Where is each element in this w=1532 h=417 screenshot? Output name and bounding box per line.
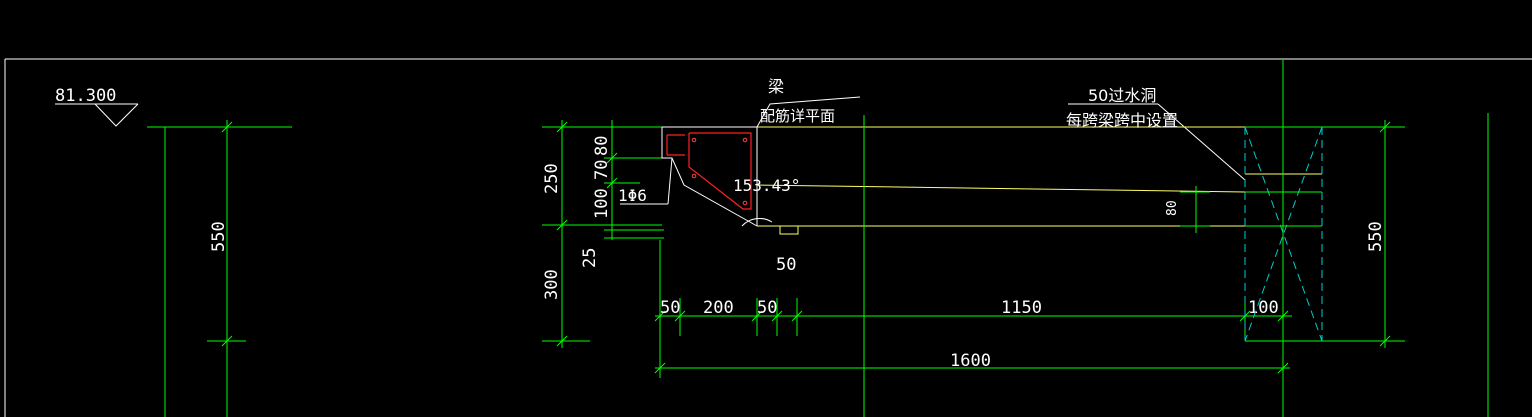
left-height-label: 550 bbox=[209, 221, 229, 252]
right-height-label: 550 bbox=[1366, 221, 1386, 252]
dim-h1150: 1150 bbox=[1001, 298, 1042, 318]
beam-label: 梁 bbox=[768, 77, 784, 96]
section-outline bbox=[620, 96, 1246, 227]
dim-80: 80 bbox=[592, 136, 612, 156]
slab-outline bbox=[756, 126, 1322, 235]
dim-h50b: 50 bbox=[757, 298, 777, 318]
angle-arc bbox=[741, 218, 773, 227]
drain-hole-label: 50过水洞 bbox=[1088, 86, 1156, 105]
dim-h200: 200 bbox=[703, 298, 734, 318]
elevation-value: 81.300 bbox=[55, 86, 116, 106]
right-height-dimension bbox=[1245, 113, 1489, 417]
dim-300: 300 bbox=[542, 269, 562, 300]
left-height-dimension bbox=[147, 120, 292, 417]
dim-250: 250 bbox=[542, 163, 562, 194]
rebar-dots bbox=[691, 137, 748, 206]
rebar-cage bbox=[666, 132, 752, 210]
drawing-frame bbox=[4, 58, 1532, 417]
dim-50-center: 50 bbox=[776, 255, 796, 275]
right-section-box bbox=[1244, 126, 1323, 342]
dim-h50a: 50 bbox=[660, 298, 680, 318]
dim-h1600: 1600 bbox=[950, 351, 991, 371]
elevation-marker bbox=[55, 103, 139, 127]
vertical-dimension-chain bbox=[542, 120, 664, 348]
dim-25: 25 bbox=[580, 248, 600, 268]
angle-label: 153.43° bbox=[733, 176, 800, 195]
drain-note: 每跨梁跨中设置 bbox=[1066, 111, 1178, 130]
dim-70: 70 bbox=[592, 160, 612, 180]
rebar-note: 配筋详平面 bbox=[760, 107, 835, 125]
rebar-size-label: 1Φ6 bbox=[618, 186, 647, 205]
dim-80-right: 80 bbox=[1165, 200, 1180, 216]
dim-100: 100 bbox=[592, 188, 612, 219]
drain-dimension bbox=[1180, 186, 1210, 233]
dim-h100: 100 bbox=[1248, 298, 1279, 318]
horizontal-dimension-chain bbox=[654, 60, 1292, 417]
